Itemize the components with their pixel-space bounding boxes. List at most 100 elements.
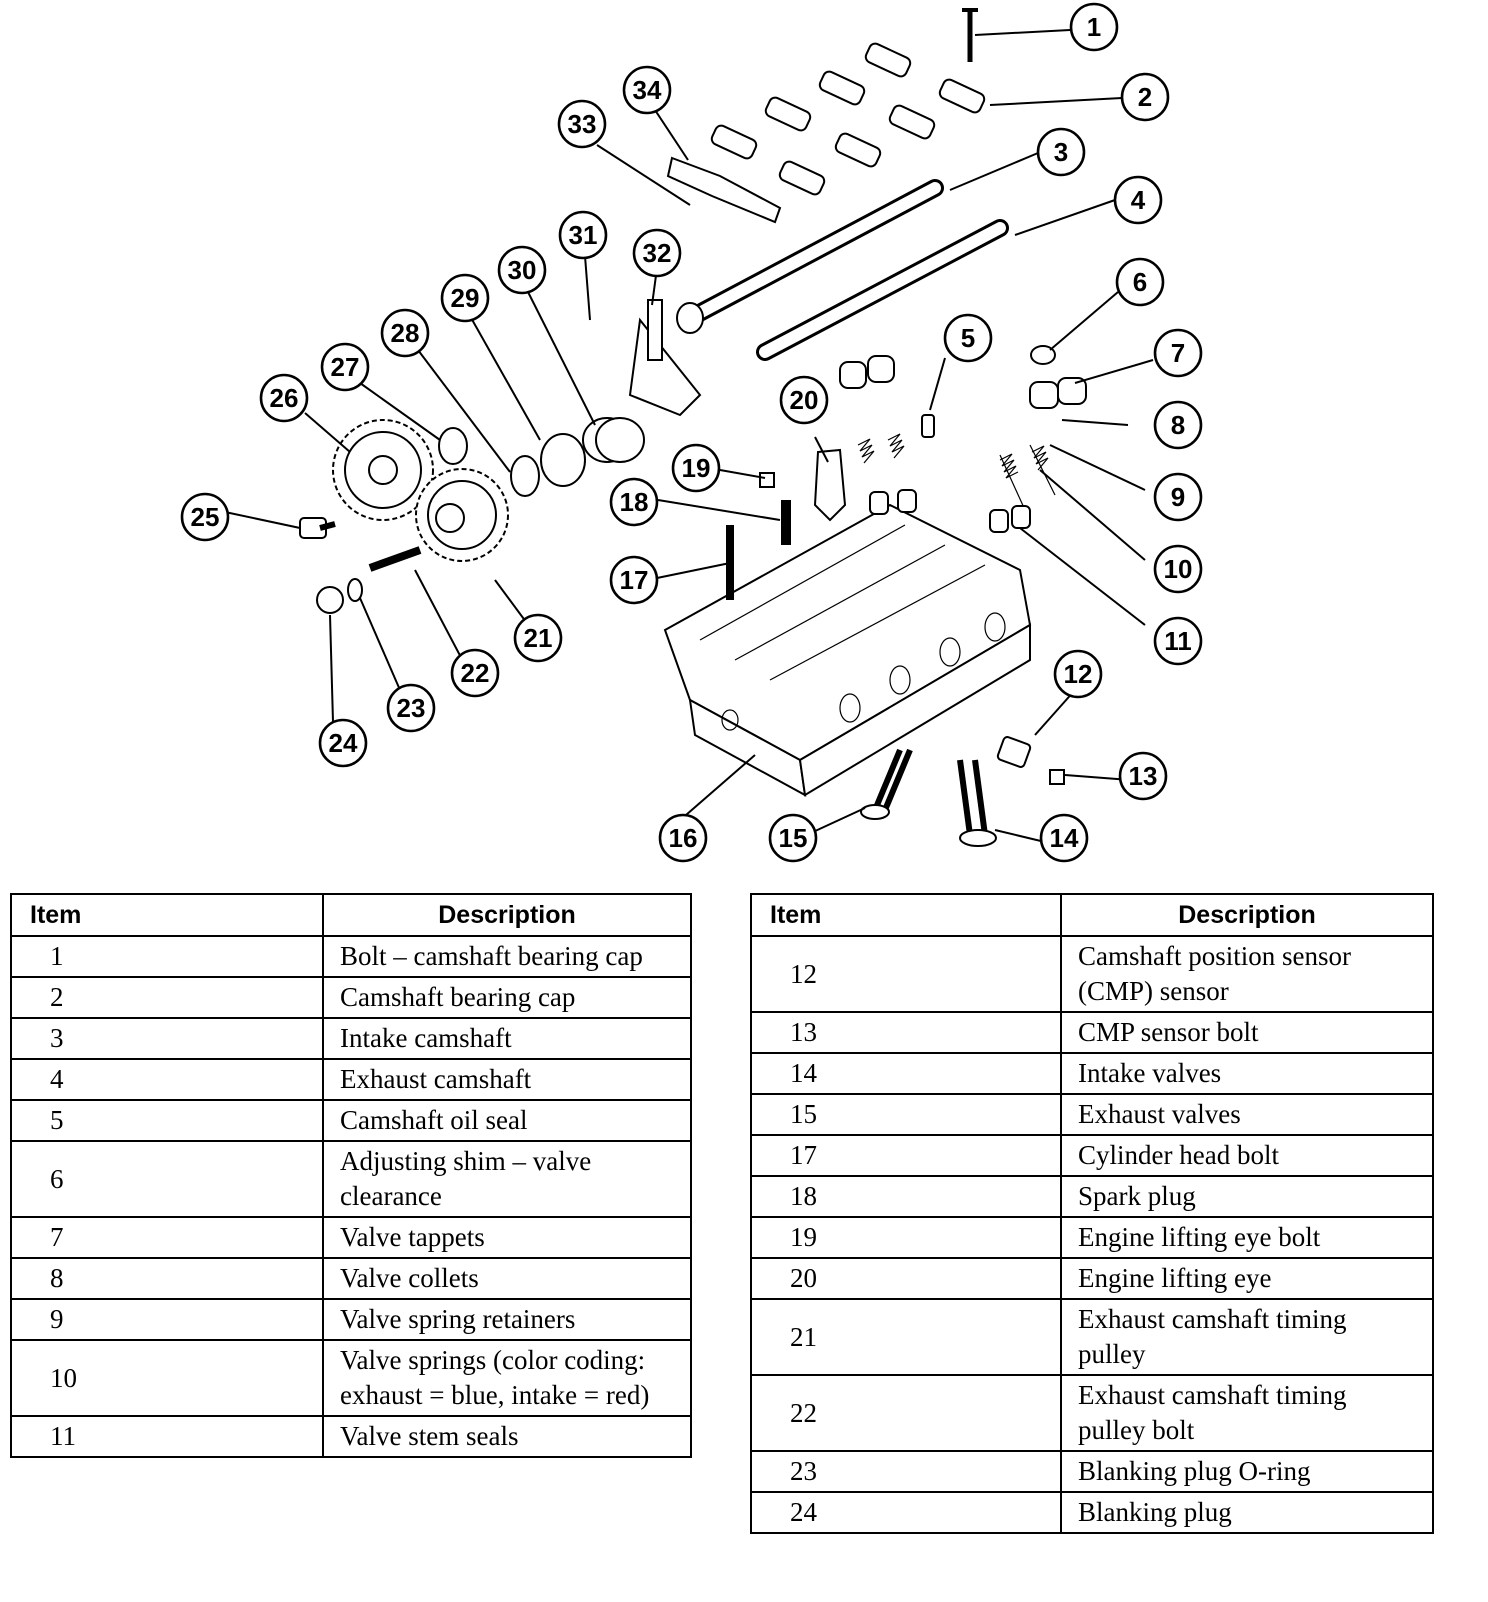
callout-6: 6 [1115, 257, 1165, 307]
item-description: Camshaft position sensor (CMP) sensor [1060, 935, 1434, 1013]
item-description: Exhaust camshaft timing pulley [1060, 1298, 1434, 1376]
callout-25: 25 [180, 492, 230, 542]
item-description: Camshaft oil seal [322, 1099, 692, 1142]
exhaust-camshaft-drawing [756, 219, 1009, 361]
svg-text:7: 7 [1171, 338, 1185, 368]
small-parts-drawing [299, 299, 1065, 847]
svg-text:26: 26 [270, 383, 299, 413]
svg-text:10: 10 [1164, 554, 1193, 584]
column-header-item: Item [10, 893, 324, 937]
svg-text:12: 12 [1064, 659, 1093, 689]
svg-text:14: 14 [1050, 823, 1079, 853]
item-number: 6 [10, 1140, 324, 1218]
item-description: Spark plug [1060, 1175, 1434, 1218]
svg-text:3: 3 [1054, 137, 1068, 167]
item-number: 19 [750, 1216, 1062, 1259]
callout-22: 22 [450, 648, 500, 698]
table-header-row: Item Description [750, 893, 1434, 937]
item-number: 10 [10, 1339, 324, 1417]
callout-21: 21 [513, 613, 563, 663]
item-number: 8 [10, 1257, 324, 1300]
item-description: CMP sensor bolt [1060, 1011, 1434, 1054]
item-number: 17 [750, 1134, 1062, 1177]
svg-text:6: 6 [1133, 267, 1147, 297]
svg-text:18: 18 [620, 487, 649, 517]
callout-26: 26 [259, 373, 309, 423]
callout-23: 23 [386, 683, 436, 733]
item-description: Exhaust valves [1060, 1093, 1434, 1136]
item-description: Valve springs (color coding: exhaust = b… [322, 1339, 692, 1417]
item-number: 13 [750, 1011, 1062, 1054]
svg-text:28: 28 [391, 318, 420, 348]
svg-text:22: 22 [461, 658, 490, 688]
item-number: 11 [10, 1415, 324, 1458]
callout-10: 10 [1153, 544, 1203, 594]
column-header-item: Item [750, 893, 1062, 937]
svg-text:19: 19 [682, 453, 711, 483]
callout-13: 13 [1118, 751, 1168, 801]
callout-11: 11 [1153, 616, 1203, 666]
item-description: Valve stem seals [322, 1415, 692, 1458]
valvetrain-drawing [839, 345, 1087, 533]
callout-19: 19 [671, 443, 721, 493]
callout-32: 32 [632, 228, 682, 278]
item-description: Exhaust camshaft [322, 1058, 692, 1101]
item-description: Intake camshaft [322, 1017, 692, 1060]
callout-14: 14 [1039, 813, 1089, 863]
item-number: 7 [10, 1216, 324, 1259]
item-description: Adjusting shim – valve clearance [322, 1140, 692, 1218]
item-number: 9 [10, 1298, 324, 1341]
item-description: Valve collets [322, 1257, 692, 1300]
svg-text:25: 25 [191, 502, 220, 532]
svg-text:16: 16 [669, 823, 698, 853]
callout-2: 2 [1120, 72, 1170, 122]
svg-text:33: 33 [568, 109, 597, 139]
column-header-description: Description [1060, 893, 1434, 937]
bolt-1-drawing [962, 8, 978, 62]
svg-text:24: 24 [329, 728, 358, 758]
callout-12: 12 [1053, 649, 1103, 699]
callout-7: 7 [1153, 328, 1203, 378]
item-number: 22 [750, 1374, 1062, 1452]
table-header-row: Item Description [10, 893, 692, 937]
callout-34: 34 [622, 65, 672, 115]
item-number: 20 [750, 1257, 1062, 1300]
item-description: Valve tappets [322, 1216, 692, 1259]
svg-text:17: 17 [620, 565, 649, 595]
callout-16: 16 [658, 813, 708, 863]
svg-text:4: 4 [1131, 185, 1146, 215]
callout-27: 27 [320, 342, 370, 392]
svg-text:20: 20 [790, 385, 819, 415]
svg-text:21: 21 [524, 623, 553, 653]
item-description: Intake valves [1060, 1052, 1434, 1095]
item-number: 12 [750, 935, 1062, 1013]
callout-5: 5 [943, 313, 993, 363]
svg-text:13: 13 [1129, 761, 1158, 791]
timing-pulleys-drawing [332, 419, 509, 562]
callout-9: 9 [1153, 472, 1203, 522]
bearing-caps-drawing [666, 42, 986, 224]
callout-17: 17 [609, 555, 659, 605]
column-header-description: Description [322, 893, 692, 937]
item-description: Exhaust camshaft timing pulley bolt [1060, 1374, 1434, 1452]
callout-29: 29 [440, 273, 490, 323]
svg-text:31: 31 [569, 220, 598, 250]
